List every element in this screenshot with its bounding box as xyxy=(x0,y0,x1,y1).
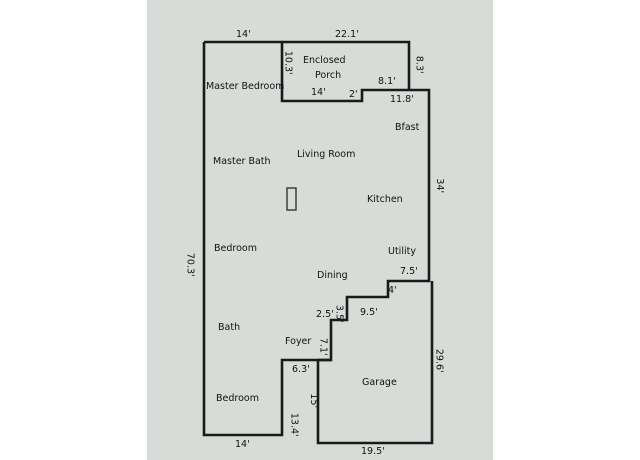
dim-left-side: 70.3' xyxy=(184,252,196,277)
dim-garage-right: 29.6' xyxy=(433,348,445,373)
dim-porch-inner-a: 14' xyxy=(311,87,326,98)
room-utility-label: Utility xyxy=(388,246,416,257)
dim-utility-step: 7.5' xyxy=(400,266,418,277)
dim-garage-left-a: 7.1' xyxy=(317,337,329,356)
dim-porch-step: 8.1' xyxy=(378,76,396,87)
room-foyer-label: Foyer xyxy=(285,336,312,347)
dim-right-side: 34' xyxy=(434,178,446,194)
dim-step-35: 3.5' xyxy=(333,304,345,323)
dim-bottom-left: 14' xyxy=(235,439,250,450)
room-bfast-label: Bfast xyxy=(395,122,420,133)
room-kitchen-label: Kitchen xyxy=(367,194,403,205)
room-enclosed-label: Enclosed xyxy=(303,55,346,66)
fireplace-symbol xyxy=(286,187,297,211)
dim-right-top: 11.8' xyxy=(390,94,414,105)
dim-bottom-garage: 19.5' xyxy=(361,446,385,457)
dim-porch-right: 8.3' xyxy=(413,55,425,74)
room-master-bedroom-label: Master Bedroom xyxy=(206,81,285,92)
dim-step-4: 4' xyxy=(388,285,397,296)
dim-step-25: 2.5' xyxy=(316,309,334,320)
room-living-room-label: Living Room xyxy=(297,149,356,160)
room-dining-label: Dining xyxy=(317,270,348,281)
room-master-bath-label: Master Bath xyxy=(213,156,271,167)
dim-top-left: 14' xyxy=(236,29,251,40)
garage-wall xyxy=(316,281,434,445)
dim-garage-left-b: 15' xyxy=(308,393,320,409)
dim-foyer-step: 6.3' xyxy=(292,364,310,375)
dim-bottom-left-side: 13.4' xyxy=(288,412,300,437)
dim-top-porch: 22.1' xyxy=(335,29,359,40)
room-bedroom-label: Bedroom xyxy=(214,243,257,254)
porch-wall xyxy=(282,40,411,90)
room-garage-label: Garage xyxy=(362,377,397,388)
dim-porch-inner-b: 2' xyxy=(349,89,358,100)
room-bath-label: Bath xyxy=(218,322,241,333)
room-bedroom-2-label: Bedroom xyxy=(216,393,259,404)
room-porch-label: Porch xyxy=(315,70,342,81)
dim-porch-left: 10.3' xyxy=(282,50,294,75)
dim-step-95: 9.5' xyxy=(360,307,378,318)
outer-wall xyxy=(202,40,431,437)
